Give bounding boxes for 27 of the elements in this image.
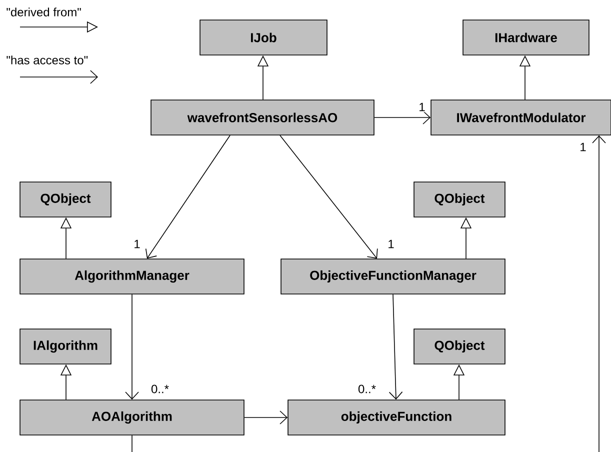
class-box: QObject [414,328,506,364]
class-box: ObjectiveFunctionManager [280,258,506,294]
arrow [280,134,378,259]
multiplicity-label: 1 [388,240,394,248]
class-box: QObject [414,182,506,218]
class-box: AlgorithmManager [20,258,244,294]
arrow [244,410,288,424]
legend-text: "derived from" [6,8,81,16]
class-box: AOAlgorithm [20,400,244,436]
multiplicity-label: 1 [420,102,425,112]
class-box: IAlgorithm [20,328,112,364]
class-box: IJob [200,20,328,56]
multiplicity-label: 0..* [358,384,376,394]
arrow [374,110,431,124]
class-box: IWavefrontModulator [430,100,611,136]
arrow [125,294,139,400]
class-box: IHardware [462,20,590,56]
arrow [388,294,403,400]
class-box: QObject [20,182,112,218]
arrow [145,134,230,259]
multiplicity-label: 0..* [151,384,169,394]
class-box: wavefrontSensorlessAO [150,100,374,136]
legend-text: "has access to" [6,56,88,64]
multiplicity-label: 1 [580,142,586,152]
arrow [592,135,606,452]
multiplicity-label: 1 [134,240,140,248]
class-box: objectiveFunction [288,400,506,436]
